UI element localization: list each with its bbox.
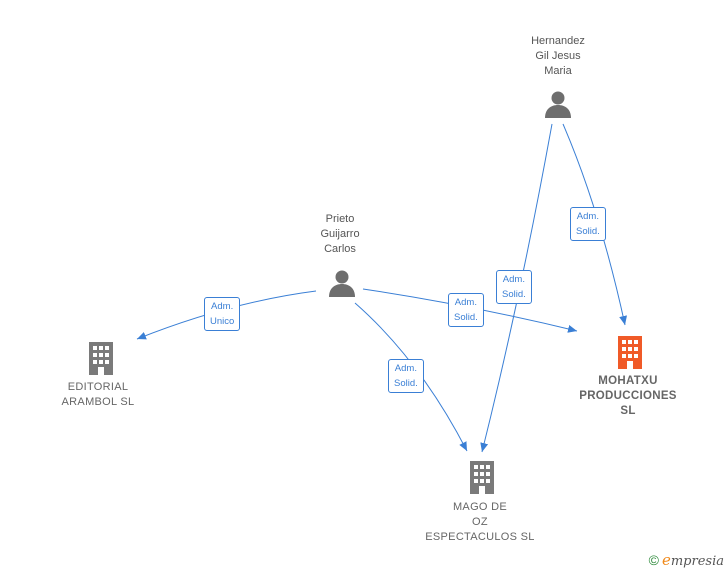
brand-logo-initial: e bbox=[661, 551, 671, 569]
person-label-hernandez[interactable]: Hernandez Gil Jesus Maria bbox=[531, 35, 585, 77]
edge-label-prieto-editorial: Adm. Unico bbox=[204, 297, 241, 331]
building-icon[interactable] bbox=[467, 459, 497, 494]
footer-brand: ©empresia bbox=[649, 551, 724, 569]
edge-label-hernandez-mago: Adm. Solid. bbox=[496, 270, 532, 304]
company-label-mohatxu[interactable]: MOHATXU PRODUCCIONES SL bbox=[579, 375, 677, 417]
company-label-editorial[interactable]: EDITORIAL ARAMBOL SL bbox=[61, 381, 135, 408]
edge-label-hernandez-mohatxu: Adm. Solid. bbox=[570, 207, 606, 241]
person-icon[interactable] bbox=[543, 89, 573, 119]
edges bbox=[136, 123, 627, 453]
edge-label-prieto-mohatxu: Adm. Solid. bbox=[448, 293, 484, 327]
edge-label-prieto-mago: Adm. Solid. bbox=[388, 359, 424, 393]
building-icon[interactable] bbox=[86, 340, 116, 375]
copyright-symbol: © bbox=[648, 552, 659, 568]
building-icon-highlighted[interactable] bbox=[615, 334, 645, 369]
brand-logo-text: mpresia bbox=[670, 554, 724, 569]
person-label-prieto[interactable]: Prieto Guijarro Carlos bbox=[320, 213, 360, 255]
person-icon[interactable] bbox=[327, 268, 357, 298]
company-label-mago[interactable]: MAGO DE OZ ESPECTACULOS SL bbox=[425, 501, 535, 543]
